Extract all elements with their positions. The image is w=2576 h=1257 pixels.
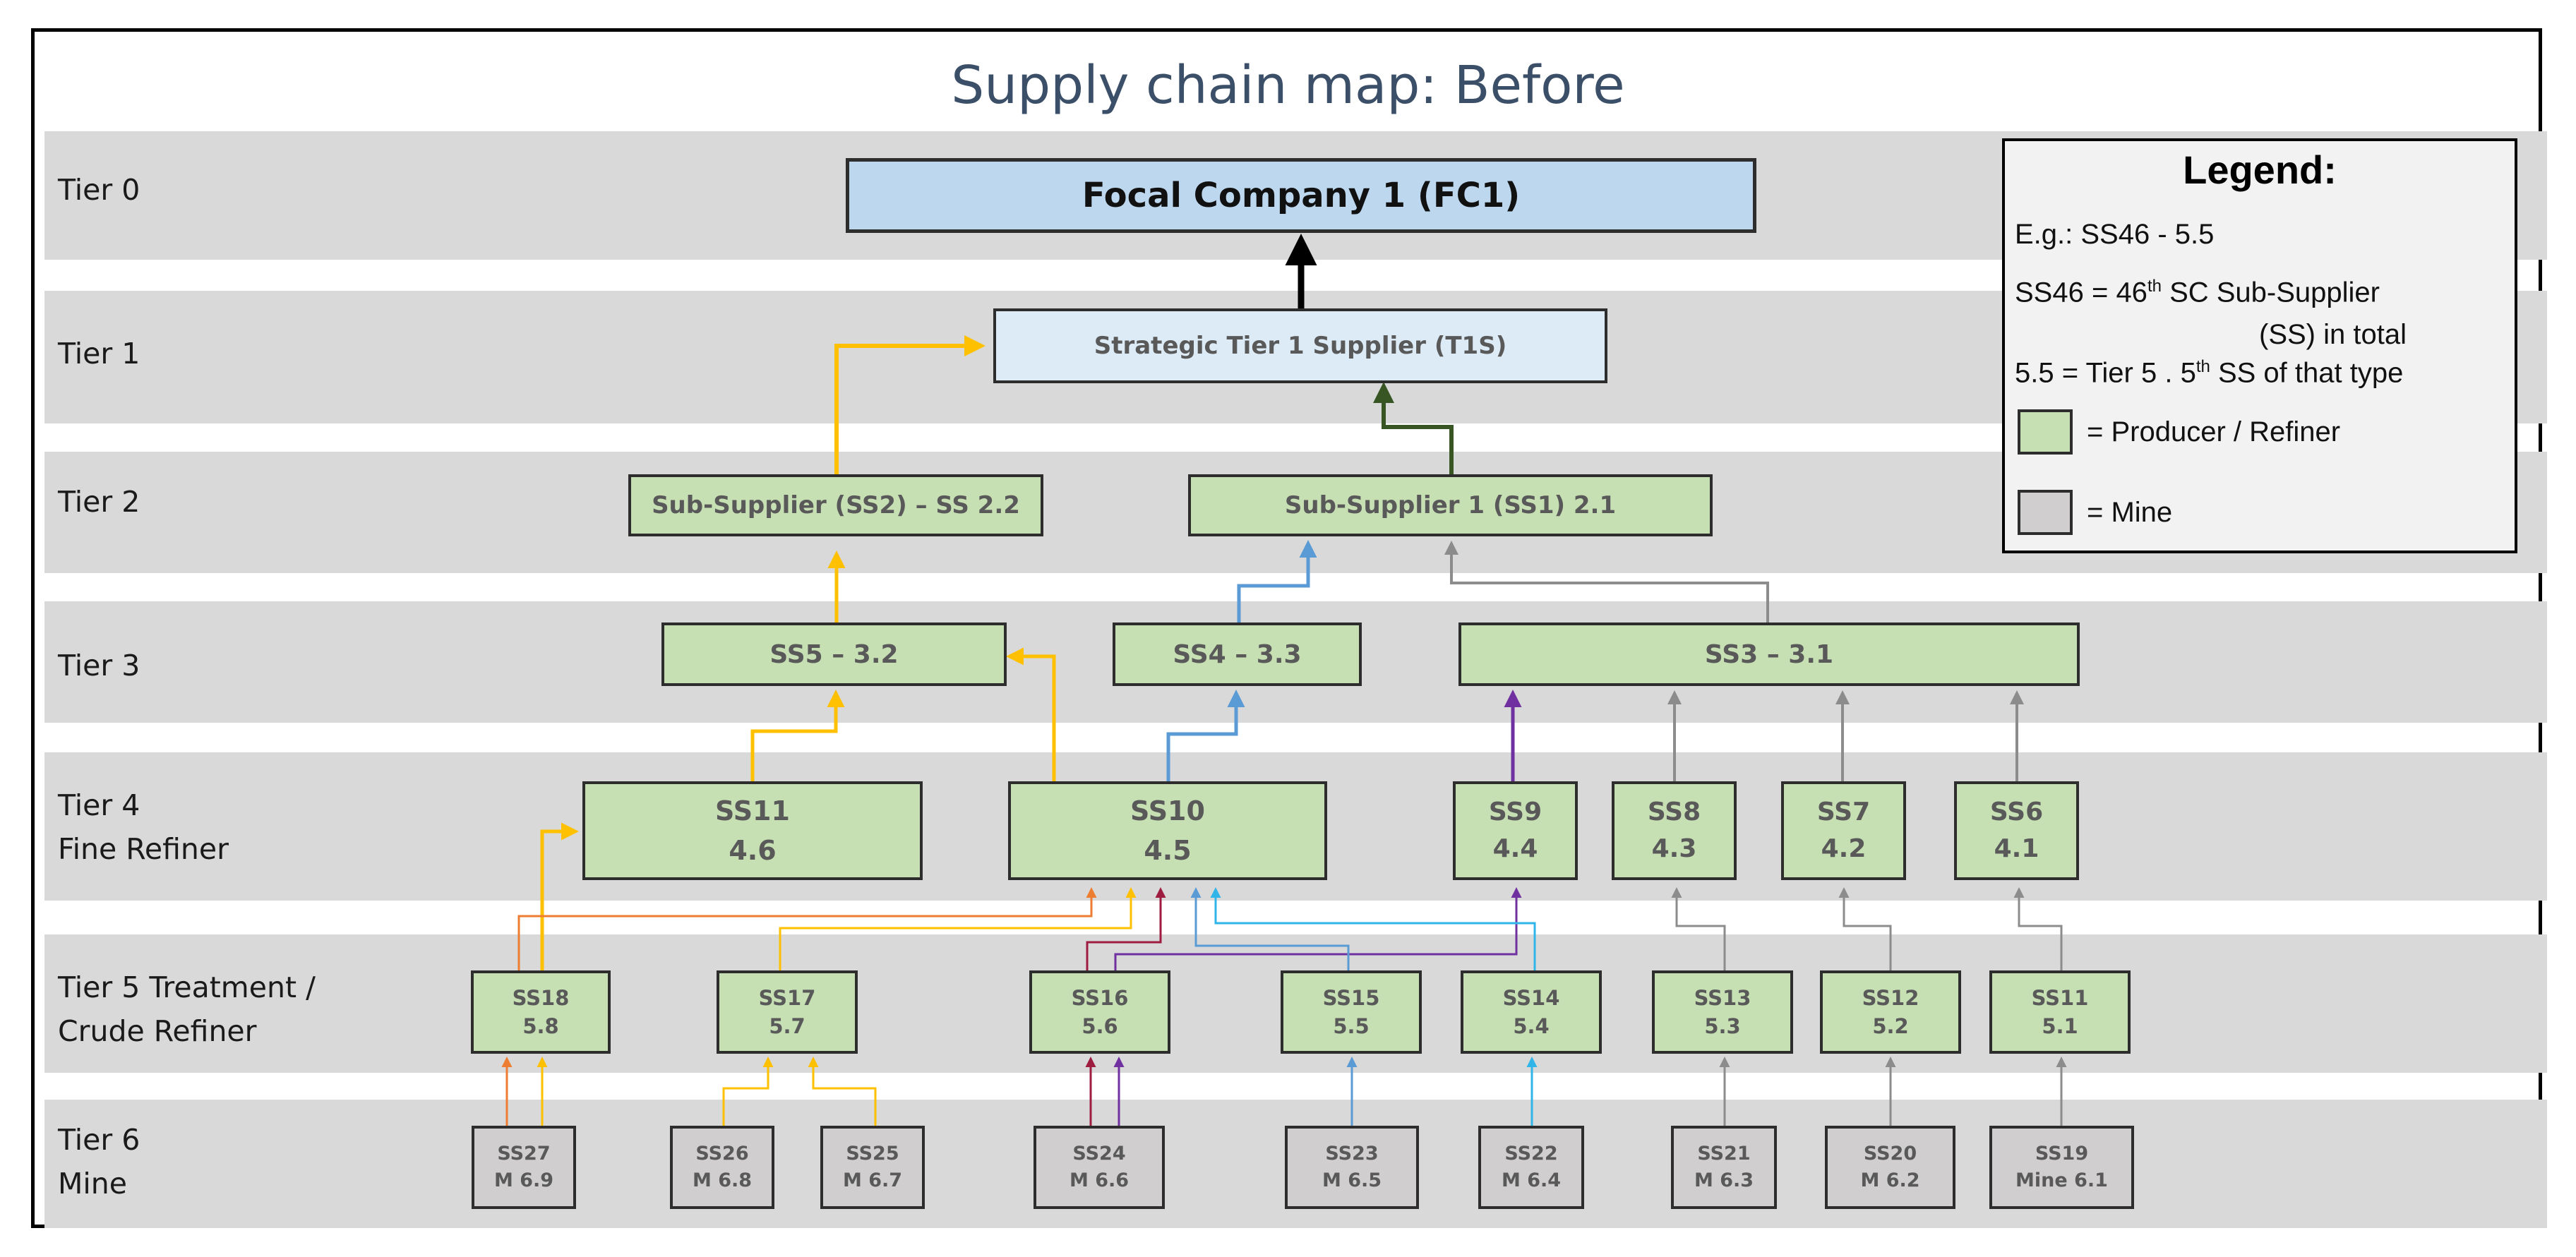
- tier-1-label: Tier 1: [58, 337, 140, 371]
- legend-line-ss46: SS46 = 46th SC Sub-Supplier: [2015, 277, 2380, 308]
- legend-producer-label: = Producer / Refiner: [2087, 416, 2341, 447]
- node-ss1: Sub-Supplier 1 (SS1) 2.1: [1188, 474, 1713, 536]
- arrow-ss2-to-t1s: [834, 335, 986, 474]
- arrow-ss16-to-ss10: [1086, 887, 1166, 970]
- legend-line-ss-total: (SS) in total: [2259, 319, 2407, 350]
- arrow-ss25-to-ss17: [808, 1057, 877, 1126]
- arrow-ss15-to-ss10: [1190, 887, 1350, 970]
- tier-2-label: Tier 2: [58, 485, 140, 519]
- tier-5-label: Tier 5 Treatment /Crude Refiner: [58, 970, 316, 1048]
- node-ss3: SS3 – 3.1: [1458, 623, 2080, 686]
- arrow-ss1-to-t1s: [1373, 382, 1454, 474]
- arrow-ss10-to-ss4: [1166, 690, 1245, 781]
- arrow-ss26-to-ss17: [722, 1057, 774, 1126]
- legend-example: E.g.: SS46 - 5.5: [2015, 219, 2215, 250]
- tier-0-label: Tier 0: [58, 173, 140, 207]
- legend-mine-swatch: [2018, 490, 2073, 535]
- legend-line-tier: 5.5 = Tier 5 . 5th SS of that type: [2015, 357, 2404, 389]
- arrow-ss16-to-ss9: [1114, 887, 1522, 970]
- arrow-ss17-to-ss10: [779, 887, 1137, 970]
- node-focal-company: Focal Company 1 (FC1): [846, 158, 1756, 233]
- node-strategic-tier1-supplier: Strategic Tier 1 Supplier (T1S): [993, 308, 1607, 383]
- node-ss2: Sub-Supplier (SS2) – SS 2.2: [628, 474, 1043, 536]
- arrow-ss12-to-ss7: [1838, 887, 1892, 970]
- arrow-ss18-to-ss10: [517, 887, 1097, 970]
- legend-producer-swatch: [2018, 409, 2073, 455]
- arrow-ss4-to-ss1: [1237, 540, 1317, 623]
- arrow-ss13-to-ss8: [1671, 887, 1726, 970]
- tier-3-label: Tier 3: [58, 649, 140, 682]
- diagram-title: Supply chain map: Before: [951, 55, 1625, 116]
- node-ss5: SS5 – 3.2: [661, 623, 1007, 686]
- arrow-ss18-to-ss11: [540, 822, 579, 970]
- legend-mine-label: = Mine: [2087, 497, 2173, 528]
- arrow-ss14-to-ss10: [1210, 887, 1536, 970]
- arrow-ss3-to-ss1: [1444, 541, 1769, 623]
- legend-title: Legend:: [2183, 148, 2337, 192]
- arrow-ss11-5-to-ss6: [2013, 887, 2063, 970]
- node-ss4: SS4 – 3.3: [1113, 623, 1362, 686]
- arrow-ss11-to-ss5: [750, 690, 845, 781]
- arrow-ss10-to-ss5: [1006, 647, 1056, 781]
- legend-box: Legend: E.g.: SS46 - 5.5 SS46 = 46th SC …: [2002, 138, 2517, 553]
